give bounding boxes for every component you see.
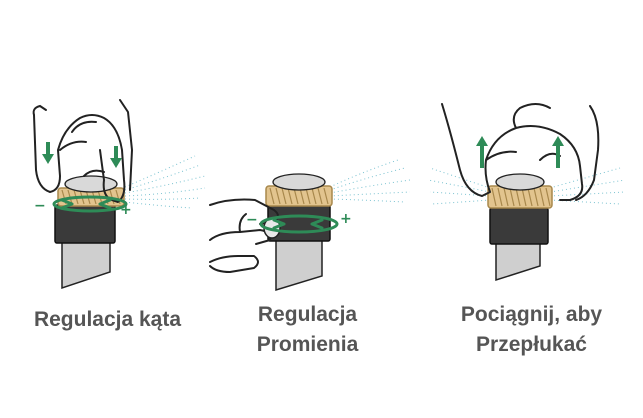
arc-adjustment-illustration: − + [32, 99, 206, 290]
water-spray [427, 167, 626, 205]
sprinkler-riser [61, 239, 111, 290]
caption-radius-adjustment: Regulacja Promienia [200, 300, 415, 360]
arrow-up-icon [476, 136, 488, 168]
rotation-arrow-icon [52, 195, 128, 213]
caption-line: Regulacja [257, 303, 358, 326]
sprinkler-nozzle [265, 173, 333, 207]
arrow-up-icon [552, 136, 564, 168]
caption-flush: Pociągnij, aby Przepłukać [420, 300, 643, 360]
flush-illustration [427, 103, 626, 282]
caption-line: Pociągnij, aby [460, 303, 603, 326]
sprinkler-housing [489, 207, 549, 245]
sprinkler-nozzle [487, 173, 553, 209]
minus-sign: − [246, 212, 258, 228]
caption-arc-adjustment: Regulacja kąta [0, 305, 215, 335]
panel-arc-adjustment: − + Regulacja kąta [0, 0, 215, 418]
sprinkler-riser [275, 237, 323, 292]
plus-sign: + [340, 211, 352, 227]
rotation-arrow-icon [259, 214, 339, 234]
water-spray [329, 159, 411, 203]
arrow-down-icon [42, 142, 54, 164]
water-spray [124, 155, 206, 209]
panel-flush: Pociągnij, aby Przepłukać [420, 0, 643, 418]
minus-sign: − [34, 198, 46, 214]
hand-outline [441, 103, 600, 201]
caption-line: Promienia [256, 333, 359, 356]
arrow-down-icon [110, 146, 122, 168]
plus-sign: + [120, 202, 132, 218]
hand-outline [33, 99, 133, 203]
panel-radius-adjustment: − + Regulacja Promienia [200, 0, 415, 418]
caption-line: Przepłukać [476, 333, 587, 356]
caption-line: Regulacja kąta [33, 308, 182, 331]
hand-outline [209, 198, 279, 273]
radius-adjustment-illustration: − + [209, 159, 411, 292]
